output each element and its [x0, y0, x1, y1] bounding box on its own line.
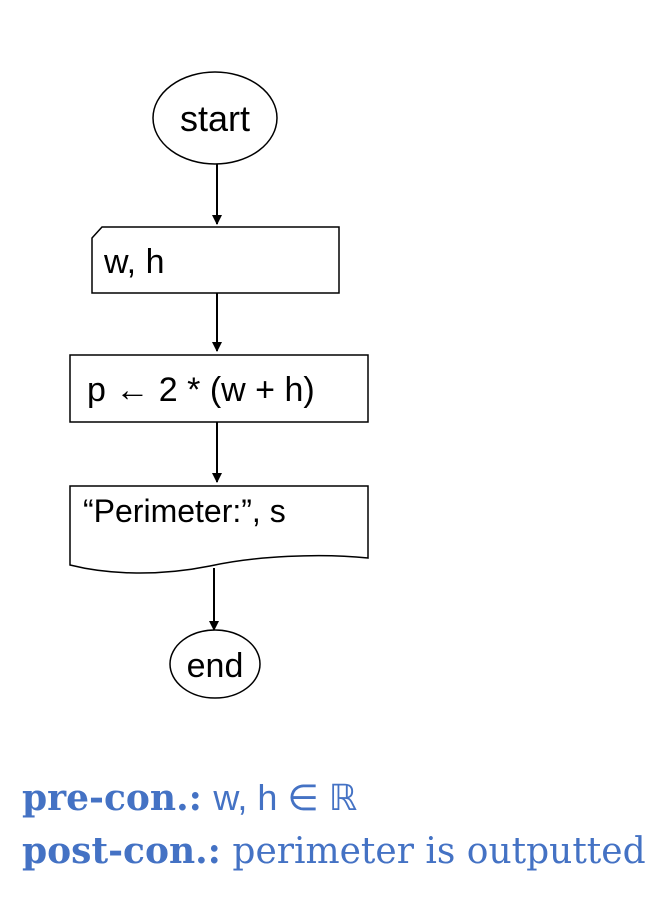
pre-condition: pre-con.: w, h ∈ ℝ	[22, 772, 646, 825]
process-node: p ← 2 * (w + h)	[69, 354, 369, 423]
process-label: p ← 2 * (w + h)	[87, 371, 315, 409]
conditions-block: pre-con.: w, h ∈ ℝ post-con.: perimeter …	[22, 772, 646, 878]
end-ellipse	[169, 629, 261, 699]
process-shape	[69, 354, 369, 423]
post-condition: post-con.: perimeter is outputted	[22, 825, 646, 878]
start-ellipse	[152, 71, 278, 165]
output-node: “Perimeter:”, s	[69, 485, 369, 574]
input-node: w, h	[91, 226, 340, 294]
output-shape	[69, 485, 369, 574]
pre-condition-label: pre-con.:	[22, 777, 202, 819]
post-condition-label: post-con.:	[22, 830, 221, 872]
pre-condition-text: w, h ∈ ℝ	[213, 777, 358, 818]
start-label: start	[180, 98, 250, 139]
end-terminal: end	[169, 629, 261, 699]
input-label: w, h	[103, 243, 164, 281]
start-terminal: start	[152, 71, 278, 165]
flowchart: start w, h p ← 2 * (w + h) “Perimeter:”,…	[69, 71, 369, 699]
end-label: end	[187, 647, 244, 685]
output-label: “Perimeter:”, s	[83, 493, 286, 529]
input-shape	[91, 226, 340, 294]
post-condition-text: perimeter is outputted	[232, 831, 646, 872]
